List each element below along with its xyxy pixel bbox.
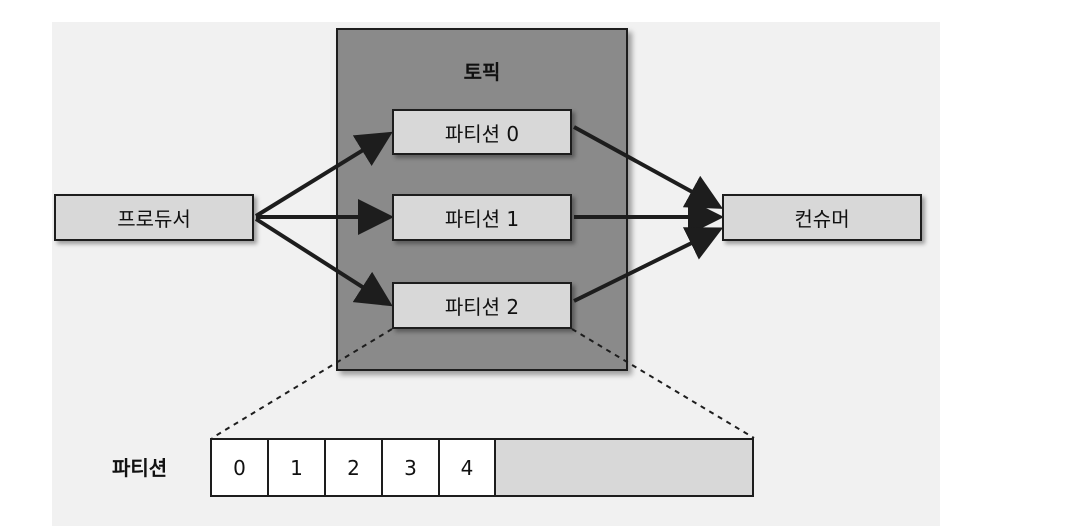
arrow-producer-to-partition-0 bbox=[254, 131, 393, 218]
partition-2-box: 파티션 2 bbox=[392, 282, 572, 329]
partition-2-label: 파티션 2 bbox=[444, 295, 520, 319]
zoom-line-left bbox=[211, 328, 393, 439]
empty-log-space bbox=[494, 438, 754, 497]
zoom-line-right bbox=[571, 328, 755, 439]
offset-value: 0 bbox=[233, 455, 246, 480]
arrow-partition-0-to-consumer bbox=[573, 125, 724, 209]
partition-1-label: 파티션 1 bbox=[444, 207, 520, 231]
partition-0-box: 파티션 0 bbox=[392, 109, 572, 155]
partition-0-label: 파티션 0 bbox=[444, 121, 520, 146]
consumer-label: 컨슈머 bbox=[794, 207, 850, 231]
offset-value: 4 bbox=[460, 455, 474, 480]
offset-value: 3 bbox=[404, 455, 417, 480]
offset-cell-0: 0 bbox=[210, 438, 269, 497]
offset-cell-1: 1 bbox=[267, 438, 326, 497]
offset-cell-4: 4 bbox=[438, 438, 496, 497]
producer-box: 프로듀서 bbox=[54, 194, 254, 241]
consumer-box: 컨슈머 bbox=[722, 194, 922, 241]
offset-cell-3: 3 bbox=[381, 438, 440, 497]
offset-cell-2: 2 bbox=[324, 438, 383, 497]
offset-value: 1 bbox=[290, 455, 303, 480]
topic-title: 토픽 bbox=[463, 60, 501, 84]
partition-1-box: 파티션 1 bbox=[392, 194, 572, 241]
producer-label: 프로듀서 bbox=[117, 207, 191, 231]
arrow-partition-2-to-consumer bbox=[573, 227, 724, 303]
offset-value: 2 bbox=[347, 455, 360, 480]
partition-detail-label: 파티션 bbox=[112, 456, 168, 480]
arrow-producer-to-partition-2 bbox=[254, 217, 393, 307]
